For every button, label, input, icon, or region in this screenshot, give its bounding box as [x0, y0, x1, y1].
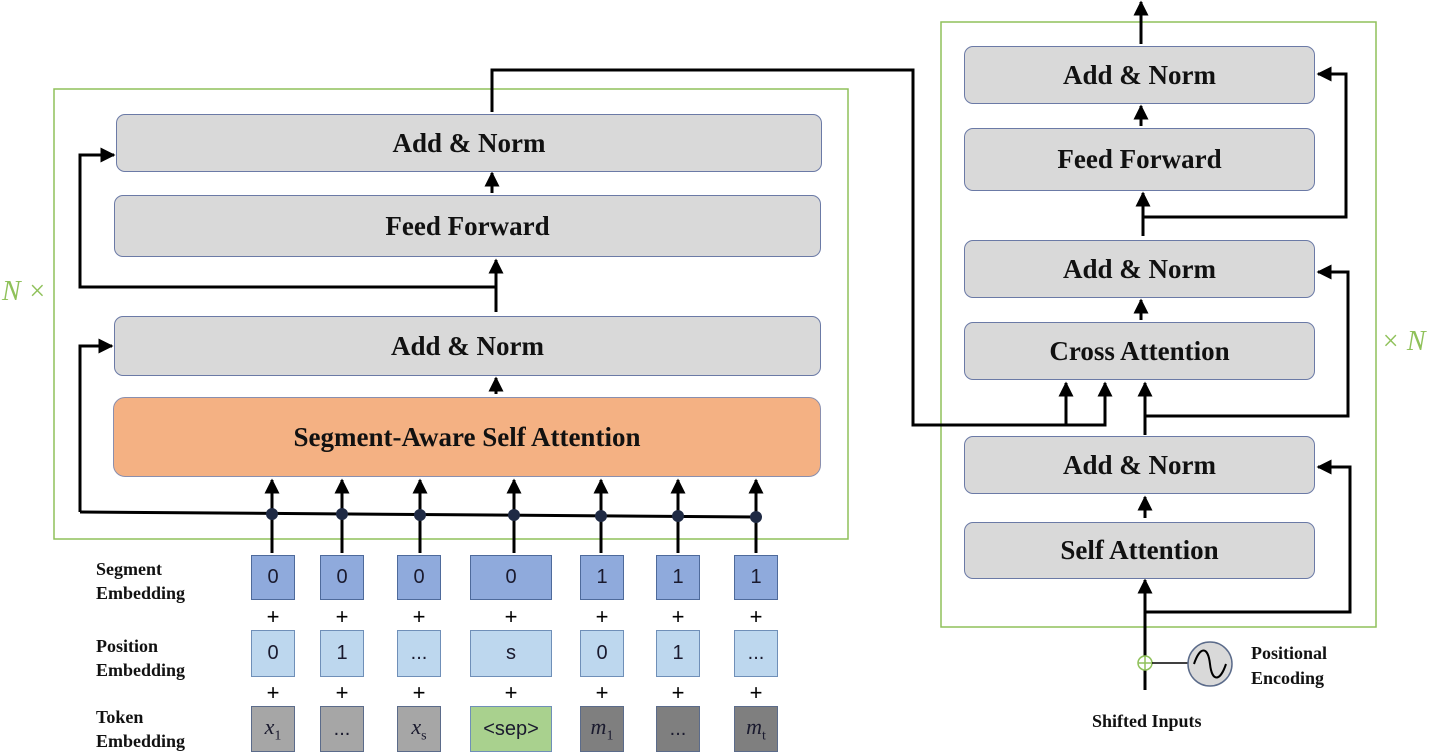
encoder-frame: [53, 88, 849, 540]
encoder-repeat-label: N ×: [2, 276, 47, 307]
position-embedding-cell: 0: [251, 630, 295, 677]
token-embedding-cell: xs: [397, 706, 441, 752]
position-embedding-cell: 1: [656, 630, 700, 677]
decoder-cross-attention: Cross Attention: [964, 322, 1315, 380]
plus-sign: +: [335, 680, 349, 705]
token-embedding-cell: ...: [656, 706, 700, 752]
decoder-add-norm-middle: Add & Norm: [964, 240, 1315, 298]
plus-sign: +: [412, 680, 426, 705]
segment-embedding-label-2: Embedding: [96, 583, 186, 603]
position-embedding-label-2: Embedding: [96, 660, 186, 680]
token-symbol: m: [590, 713, 607, 739]
encoder-feed-forward: Feed Forward: [114, 195, 821, 257]
segment-aware-self-attention: Segment-Aware Self Attention: [113, 397, 821, 477]
decoder-add-norm-top: Add & Norm: [964, 46, 1315, 104]
decoder-frame: [940, 21, 1377, 628]
token-symbol: m: [746, 713, 762, 739]
position-embedding-cell: s: [470, 630, 552, 677]
plus-sign: +: [749, 680, 763, 705]
token-subscript: 1: [274, 728, 282, 744]
plus-sign: +: [671, 604, 685, 629]
token-embedding-cell: m1: [580, 706, 624, 752]
decoder-self-attention: Self Attention: [964, 522, 1315, 579]
position-embedding-cell: ...: [397, 630, 441, 677]
token-embedding-cell: ...: [320, 706, 364, 752]
dec-residual-2: [1145, 264, 1350, 418]
token-embedding-cell: mt: [734, 706, 778, 752]
token-symbol: x: [264, 713, 275, 739]
residual-arrow-2: [78, 147, 496, 289]
token-embedding-label-1: Token: [96, 707, 144, 727]
decoder-feed-forward: Feed Forward: [964, 128, 1315, 191]
segment-embedding-cell: 1: [734, 555, 778, 600]
residual-arrow-1: [78, 338, 114, 512]
decoder-add-norm-bottom: Add & Norm: [964, 436, 1315, 494]
segment-embedding-label-1: Segment: [96, 559, 162, 579]
encoder-to-decoder-line: [490, 68, 1113, 427]
plus-sign: +: [595, 604, 609, 629]
segment-embedding-cell: 0: [320, 555, 364, 600]
plus-sign: +: [412, 604, 426, 629]
plus-sign: +: [335, 604, 349, 629]
segment-embedding-cell: 1: [580, 555, 624, 600]
token-symbol: x: [411, 713, 422, 739]
token-embedding-label-2: Embedding: [96, 731, 186, 751]
plus-sign: +: [671, 680, 685, 705]
position-embedding-cell: 1: [320, 630, 364, 677]
token-embedding-cell: <sep>: [470, 706, 552, 752]
decoder-repeat-label: × N: [1381, 326, 1426, 357]
position-embedding-cell: ...: [734, 630, 778, 677]
segment-embedding-cell: 1: [656, 555, 700, 600]
segment-embedding-cell: 0: [397, 555, 441, 600]
token-subscript: t: [762, 728, 766, 744]
plus-sign: +: [504, 680, 518, 705]
plus-sign: +: [749, 604, 763, 629]
plus-sign: +: [595, 680, 609, 705]
shifted-inputs-label: Shifted Inputs: [1092, 711, 1202, 731]
encoder-add-norm-top: Add & Norm: [116, 114, 822, 172]
token-subscript: s: [421, 728, 427, 744]
token-subscript: 1: [606, 728, 614, 744]
position-embedding-cell: 0: [580, 630, 624, 677]
plus-sign: +: [266, 680, 280, 705]
encoder-add-norm-bottom: Add & Norm: [114, 316, 821, 376]
segment-embedding-cell: 0: [470, 555, 552, 600]
positional-encoding-label-2: Encoding: [1251, 668, 1325, 688]
token-embedding-cell: x1: [251, 706, 295, 752]
dec-residual-1: [1145, 459, 1352, 614]
dec-residual-3: [1143, 66, 1348, 219]
position-embedding-label-1: Position: [96, 636, 159, 656]
segment-embedding-cell: 0: [251, 555, 295, 600]
positional-encoding-label-1: Positional: [1251, 643, 1328, 663]
plus-sign: +: [266, 604, 280, 629]
plus-sign: +: [504, 604, 518, 629]
